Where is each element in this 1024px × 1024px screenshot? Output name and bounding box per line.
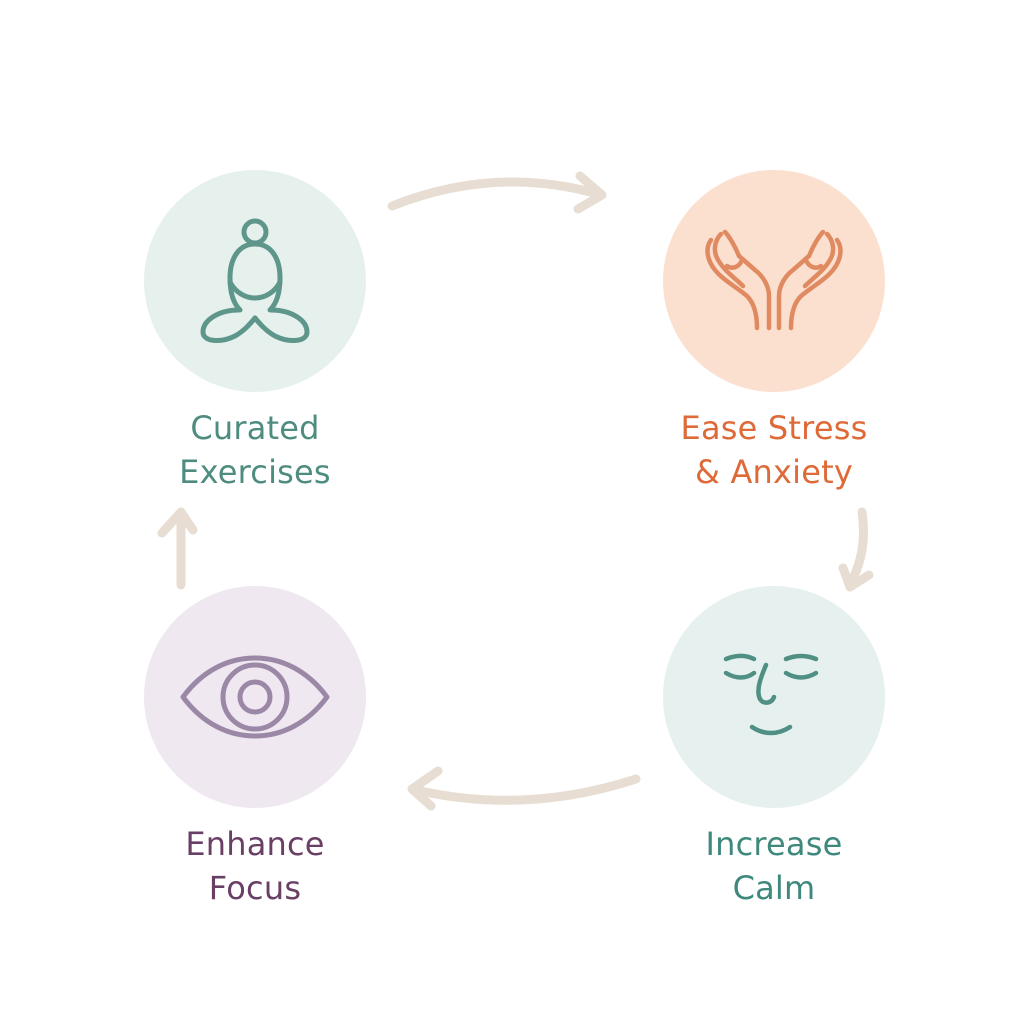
curated-exercises-label: Curated Exercises <box>105 406 405 494</box>
arrow-curated-to-ease <box>387 177 603 211</box>
enhance-focus-label: Enhance Focus <box>105 822 405 910</box>
arrow-head-focus-to-curated <box>157 507 198 538</box>
increase-calm-label: Increase Calm <box>624 822 924 910</box>
curated-exercises-circle <box>144 170 366 392</box>
eye-icon <box>180 655 330 739</box>
open-hands-icon <box>705 229 843 331</box>
label-line: & Anxiety <box>694 453 854 491</box>
arrow-head-calm-to-focus <box>407 766 443 811</box>
meditation-icon <box>200 218 310 343</box>
arrow-ease-to-calm <box>845 507 868 589</box>
label-line: Exercises <box>179 453 331 491</box>
arrow-head-curated-to-ease <box>573 171 607 214</box>
enhance-focus-circle <box>144 586 366 808</box>
ease-stress-label: Ease Stress & Anxiety <box>624 406 924 494</box>
arrow-head-ease-to-calm <box>838 563 874 592</box>
node-increase-calm: Increase Calm <box>624 586 924 910</box>
label-line: Calm <box>732 869 816 907</box>
node-ease-stress-anxiety: Ease Stress & Anxiety <box>624 170 924 494</box>
node-curated-exercises: Curated Exercises <box>105 170 405 494</box>
ease-stress-circle <box>663 170 885 392</box>
label-line: Focus <box>208 869 302 907</box>
calm-face-icon <box>723 653 819 736</box>
label-line: Enhance <box>185 825 325 863</box>
arrow-calm-to-focus <box>411 774 641 805</box>
label-line: Curated <box>190 409 320 447</box>
label-line: Ease Stress <box>680 409 868 447</box>
node-enhance-focus: Enhance Focus <box>105 586 405 910</box>
label-line: Increase <box>705 825 843 863</box>
increase-calm-circle <box>663 586 885 808</box>
